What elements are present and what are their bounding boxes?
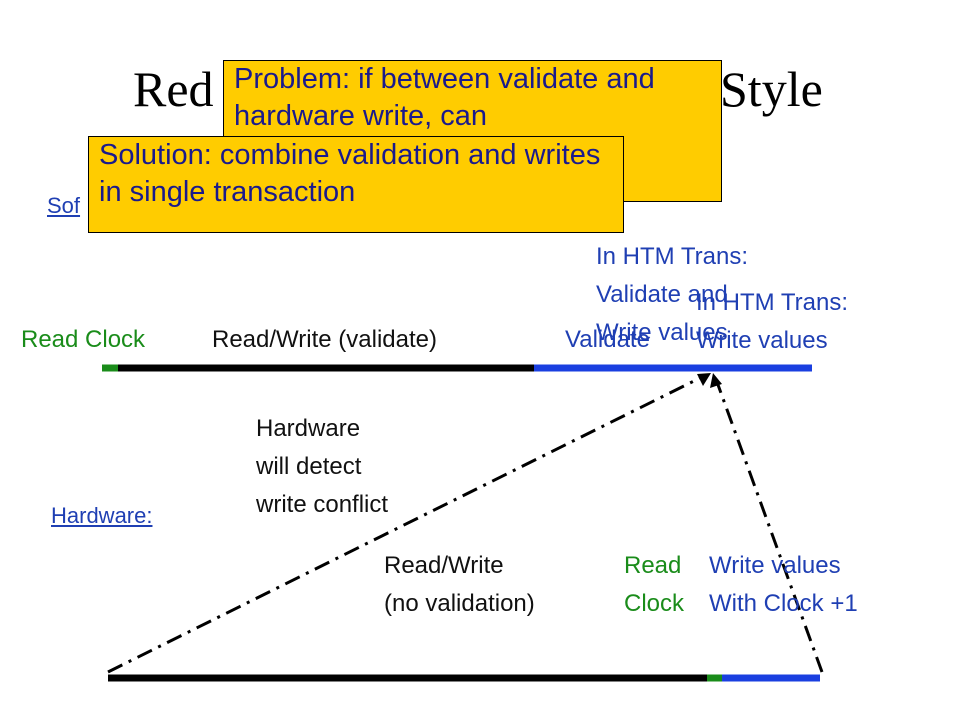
hardware-link[interactable]: Hardware: — [51, 503, 153, 528]
conflict-line-left — [107, 375, 703, 674]
conflict-arrowhead-left — [697, 373, 711, 386]
sw-read-clock-label: Read Clock — [21, 326, 146, 353]
conflict-arrowhead-right — [710, 373, 722, 388]
hw-read-write-label: Read/Write(no validation) — [384, 552, 535, 617]
solution-popup-text: Solution: combine validation and writes … — [99, 139, 601, 208]
problem-popup-text: Problem: if between validate and hardwar… — [234, 63, 655, 132]
sw-validate-label: Validate — [565, 326, 650, 353]
slide-title-right: Style — [720, 61, 823, 117]
solution-popup: Solution: combine validation and writes … — [88, 136, 624, 233]
slide-title-left: Red — [133, 61, 214, 117]
software-link[interactable]: Sof — [47, 193, 81, 218]
htm-trans-write-label: In HTM Trans:Write values — [696, 289, 849, 354]
sw-read-write-validate-label: Read/Write (validate) — [212, 326, 437, 353]
conflict-line-right — [715, 381, 824, 673]
